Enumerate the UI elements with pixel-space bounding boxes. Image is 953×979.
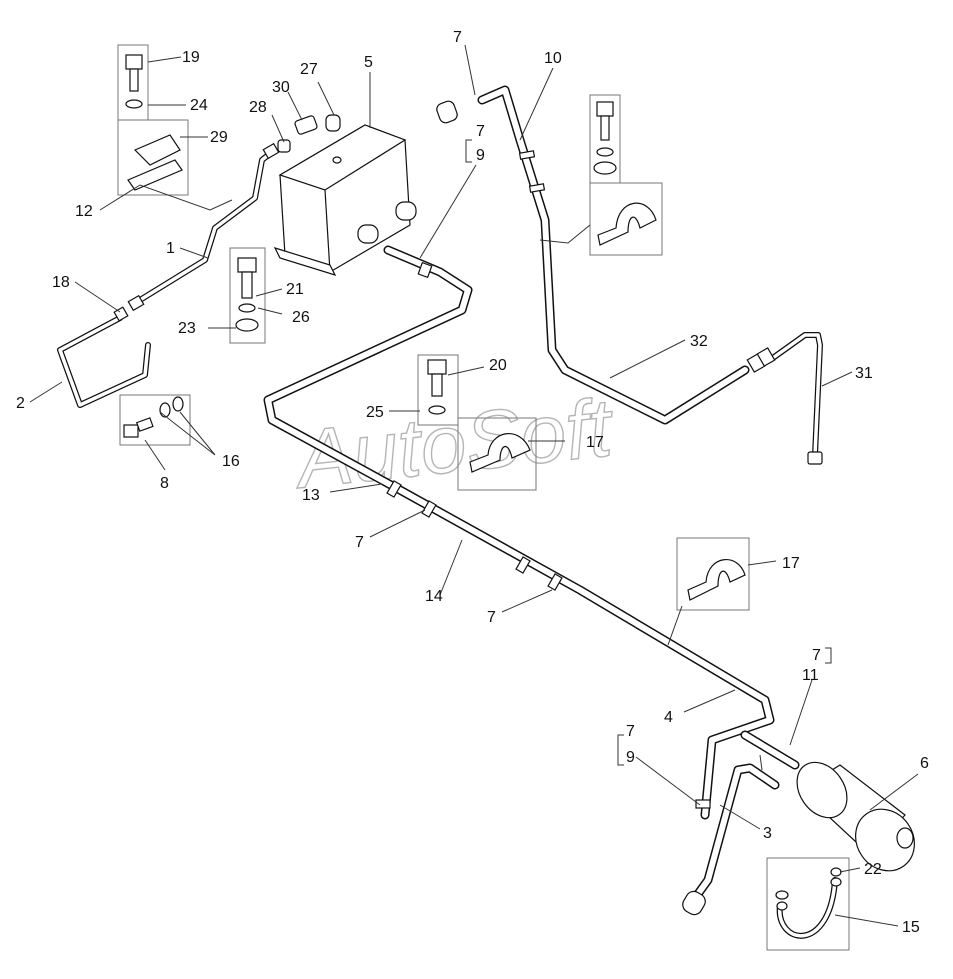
callout-32: 32	[690, 333, 708, 350]
callout-12: 12	[75, 203, 93, 220]
pipe-clamps	[113, 100, 823, 916]
callout-29: 29	[210, 129, 228, 146]
callout-15: 15	[902, 919, 920, 936]
callout-17-lower: 17	[782, 555, 800, 572]
fuel-filter-6	[796, 761, 915, 872]
callout-8: 8	[160, 475, 169, 492]
callout-18: 18	[52, 274, 70, 291]
callout-31: 31	[855, 365, 873, 382]
pipe-1	[137, 149, 275, 303]
pipe-10-32	[477, 85, 750, 425]
callout-25: 25	[366, 404, 384, 421]
callout-21: 21	[286, 281, 304, 298]
callout-26: 26	[292, 309, 310, 326]
callout-labels: 19 24 29 12 1 18 2 8 16 21 26 23 28 30 2…	[16, 29, 929, 936]
callout-4: 4	[664, 709, 673, 726]
callout-28: 28	[249, 99, 267, 116]
fuel-tank-5	[273, 124, 417, 276]
leader-lines	[29, 44, 919, 927]
callout-7-right: 7	[812, 647, 821, 664]
callout-2: 2	[16, 395, 25, 412]
watermark: AutoSoft	[288, 382, 619, 506]
callout-23: 23	[178, 320, 196, 337]
pipe-31	[767, 332, 823, 458]
detail-box-19-29	[117, 44, 189, 196]
callout-9-group-a: 9	[476, 147, 485, 164]
callout-7-group-a: 7	[476, 123, 485, 140]
detail-box-upper-right	[589, 94, 663, 256]
detail-box-8-16	[119, 394, 191, 446]
callout-14: 14	[425, 588, 443, 605]
callout-13: 13	[302, 487, 320, 504]
pipe-2	[57, 315, 151, 408]
detail-box-15-22	[766, 857, 850, 951]
callout-3: 3	[763, 825, 772, 842]
detail-box-20-25-17	[417, 354, 537, 491]
callout-7-center: 7	[487, 609, 496, 626]
callout-19: 19	[182, 49, 200, 66]
callout-24: 24	[190, 97, 208, 114]
detail-box-21-23-26	[229, 247, 266, 344]
callout-9-group-b: 9	[626, 749, 635, 766]
callout-7-group-b: 7	[626, 723, 635, 740]
callout-20: 20	[489, 357, 507, 374]
pipe-11	[740, 730, 800, 770]
fittings-27-28-30	[277, 114, 341, 153]
group-brackets	[465, 139, 832, 766]
detail-box-17-lower	[676, 537, 750, 611]
callout-7-top: 7	[453, 29, 462, 46]
callout-16: 16	[222, 453, 240, 470]
callout-7-left: 7	[355, 534, 364, 551]
callout-1: 1	[166, 240, 175, 257]
pipe-13-14-4	[263, 245, 775, 820]
callout-27: 27	[300, 61, 318, 78]
callout-11: 11	[802, 667, 819, 684]
hose-15	[776, 877, 838, 939]
callout-5: 5	[364, 54, 373, 71]
callout-17-middle: 17	[586, 434, 604, 451]
callout-6: 6	[920, 755, 929, 772]
callout-22: 22	[864, 861, 882, 878]
callout-10: 10	[544, 50, 562, 67]
pipe-3	[685, 763, 780, 910]
callout-30: 30	[272, 79, 290, 96]
